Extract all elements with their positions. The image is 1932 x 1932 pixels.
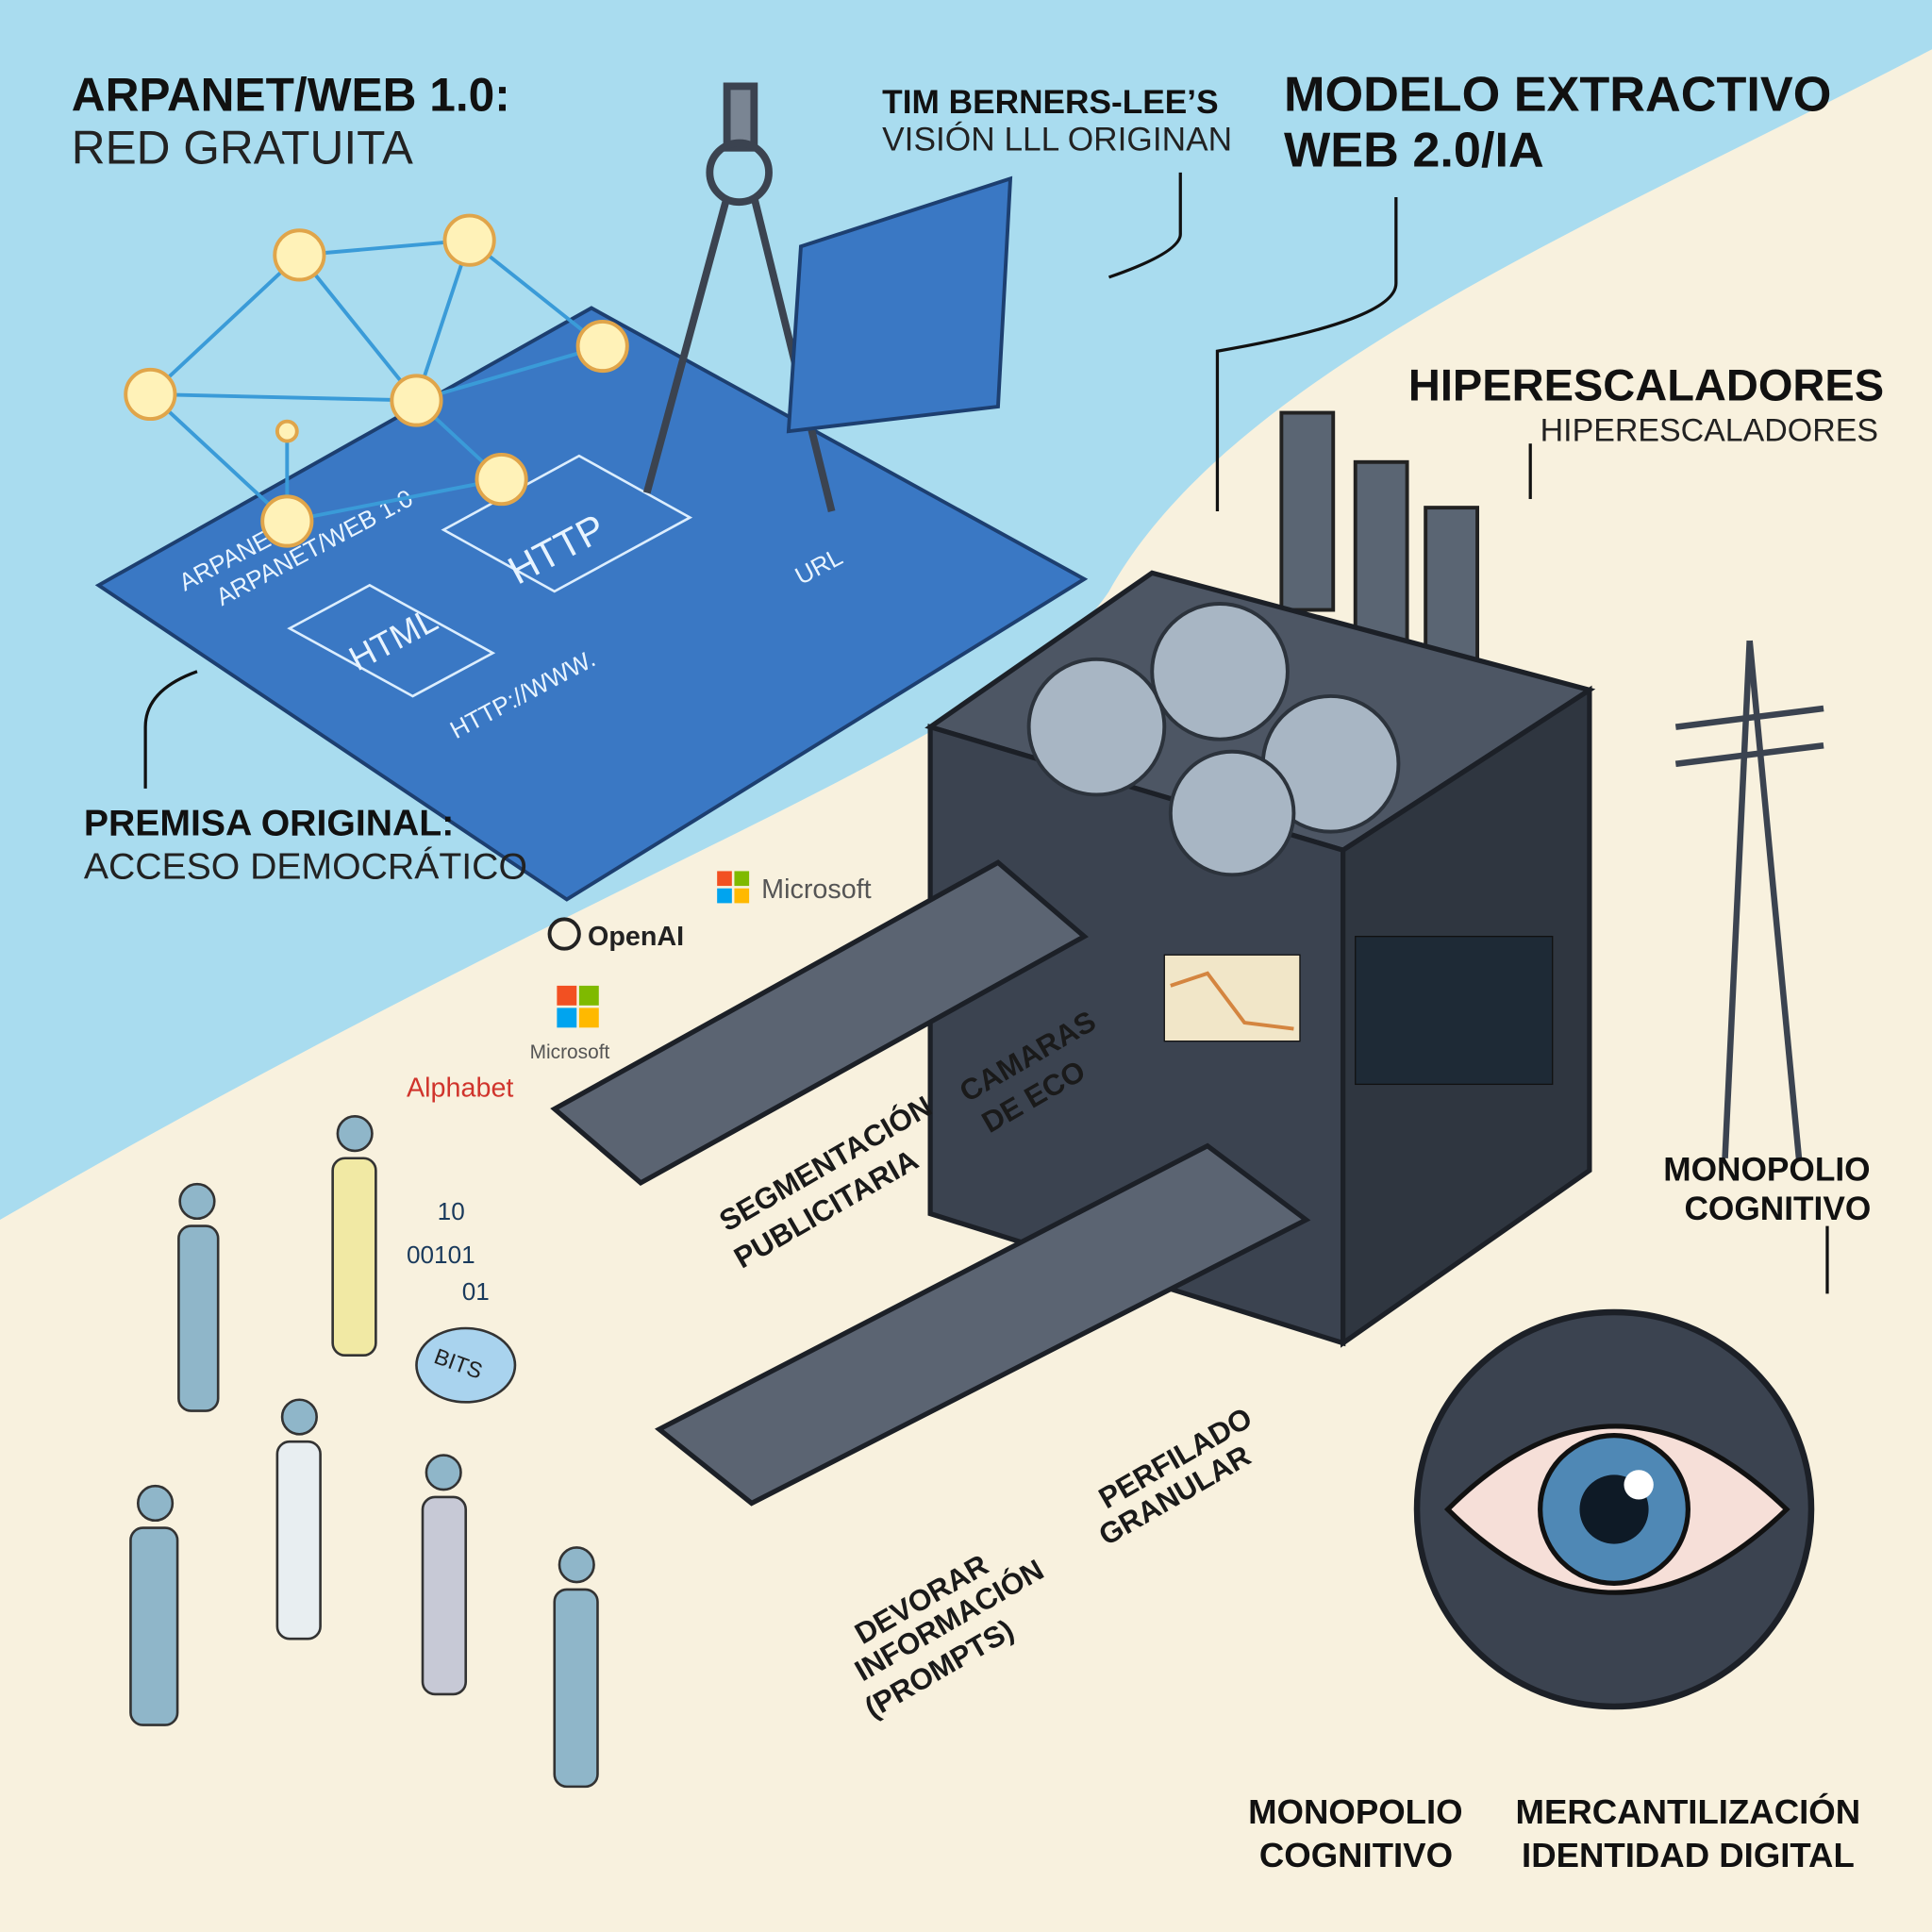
commodification-label: MERCANTILIZACIÓN [1516, 1791, 1861, 1831]
openai-logo-icon [547, 917, 581, 951]
binary-digits: 01 [462, 1277, 490, 1306]
lower-conveyor [655, 1142, 1311, 1507]
extractive-title: MODELO EXTRACTIVO [1284, 68, 1831, 123]
design-drawing [786, 175, 1013, 434]
bits-cloud-icon [415, 1326, 517, 1404]
network-nodes [124, 213, 629, 548]
microsoft-logo-icon [717, 871, 750, 904]
premise-subtitle: ACCESO DEMOCRÁTICO [84, 846, 527, 887]
company-microsoft: Microsoft [530, 1041, 610, 1063]
arrow-icons [143, 172, 1829, 1294]
upper-conveyor [550, 859, 1089, 1187]
monopoly-label-top: MONOPOLIO [1663, 1151, 1870, 1188]
company-openai: OpenAI [588, 922, 684, 952]
power-pylon-icon [1674, 640, 1824, 1159]
code-screen [1355, 936, 1554, 1086]
monopoly-label-bottom: COGNITIVO [1259, 1836, 1453, 1874]
html-box [287, 583, 496, 698]
extractive-subtitle: WEB 2.0/IA [1284, 123, 1544, 177]
hyper-subtitle: HIPERESCALADORES [1541, 413, 1878, 449]
commodification-label: IDENTIDAD DIGITAL [1522, 1836, 1855, 1874]
people-group [129, 1115, 599, 1789]
tbl-title: TIM BERNERS-LEE’S [882, 84, 1218, 121]
premise-title: PREMISA ORIGINAL: [84, 804, 454, 844]
monopoly-label-top: COGNITIVO [1684, 1191, 1871, 1227]
binary-digits: 00101 [407, 1241, 475, 1269]
company-microsoft: Microsoft [761, 874, 872, 905]
surveillance-eye [1413, 1308, 1815, 1710]
arpanet-subtitle: RED GRATUITA [72, 122, 413, 175]
chimney [1353, 459, 1409, 661]
gear-icons [1026, 602, 1401, 877]
hyper-title: HIPERESCALADORES [1408, 359, 1884, 409]
monopoly-label-bottom: MONOPOLIO [1248, 1792, 1463, 1831]
network-graph [124, 213, 629, 548]
company-alphabet: Alphabet [407, 1073, 513, 1103]
binary-digits: 10 [438, 1197, 465, 1225]
chimney [1279, 410, 1336, 612]
http-box [441, 454, 693, 593]
tbl-subtitle: VISIÓN LLL ORIGINAN [882, 121, 1232, 158]
arpanet-title: ARPANET/WEB 1.0: [72, 69, 510, 122]
microsoft-logo-icon [557, 985, 599, 1028]
